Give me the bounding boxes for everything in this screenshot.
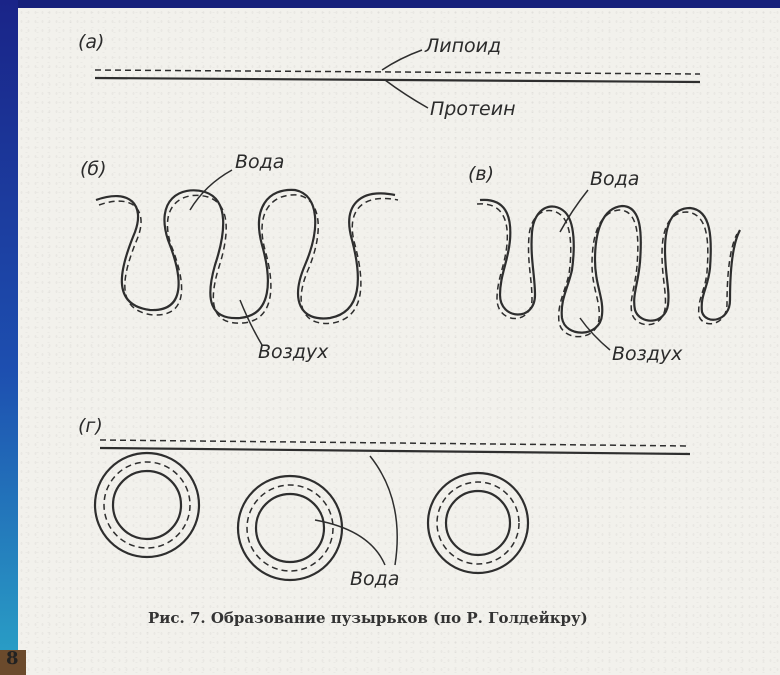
- lipoid-arrow: [382, 50, 422, 70]
- figure-caption: Рис. 7. Образование пузырьков (по Р. Гол…: [148, 609, 588, 627]
- page-number: 8: [6, 648, 19, 669]
- label-water-v: Вода: [590, 168, 639, 190]
- bubble-1: [95, 453, 199, 557]
- label-protein: Протеин: [430, 98, 516, 120]
- protein-layer-g: [100, 448, 690, 454]
- label-lipoid: Липоид: [424, 35, 501, 57]
- lipoid-layer-g: [100, 440, 690, 446]
- membrane-inner-v: [477, 204, 737, 337]
- flat-membrane: [95, 70, 700, 82]
- bubble-3: [428, 473, 528, 573]
- label-air-v: Воздух: [612, 343, 683, 365]
- bubble-2: [238, 476, 342, 580]
- membrane-outer: [96, 190, 395, 319]
- label-water-g: Вода: [350, 568, 399, 590]
- protein-arrow: [385, 80, 428, 108]
- folded-membrane-b: [96, 190, 398, 324]
- panel-label-a: (а): [78, 31, 104, 53]
- air-v-arrow: [580, 318, 610, 350]
- panel-label-g: (г): [78, 415, 103, 437]
- water-g-arrow-bubble: [315, 520, 385, 565]
- top-membrane-g: [100, 440, 690, 454]
- label-water-b: Вода: [235, 151, 284, 173]
- protein-layer: [95, 78, 700, 82]
- panel-label-b: (б): [80, 158, 107, 180]
- label-air-b: Воздух: [258, 341, 329, 363]
- folded-membrane-v: [477, 200, 740, 337]
- membrane-inner: [99, 195, 398, 324]
- panel-label-v: (в): [468, 163, 494, 185]
- lipoid-layer: [95, 70, 700, 74]
